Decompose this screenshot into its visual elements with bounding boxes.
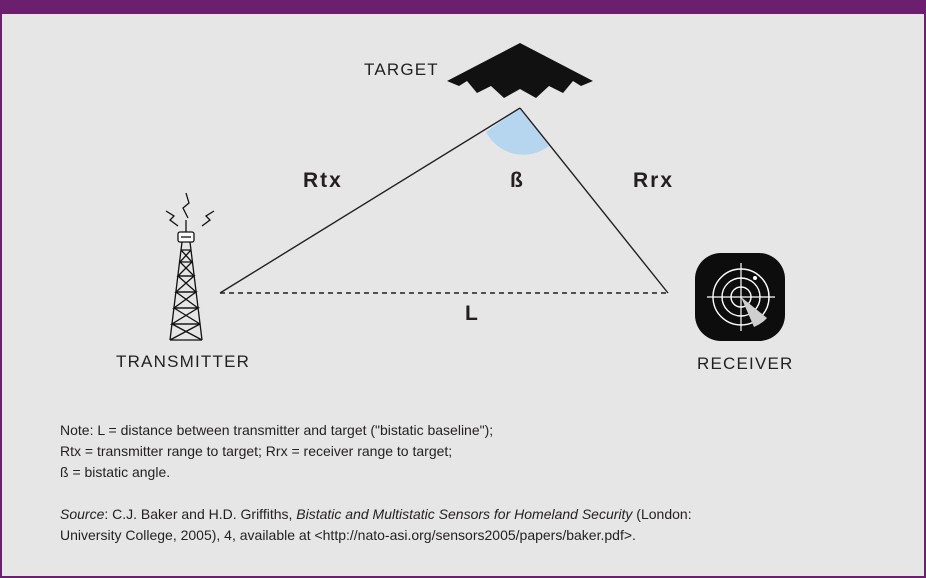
transmitter-label: TRANSMITTER — [116, 352, 251, 371]
rtx-line — [219, 107, 521, 294]
source-publisher: (London: — [632, 506, 692, 522]
figure-notes: Note: L = distance between transmitter a… — [60, 420, 880, 546]
source-citation: Source: C.J. Baker and H.D. Griffiths, B… — [60, 504, 880, 525]
target-label: TARGET — [364, 60, 439, 79]
radar-scope-icon — [695, 253, 785, 341]
rrx-line — [519, 107, 669, 294]
radio-tower-icon — [165, 192, 215, 341]
source-citation-continued: University College, 2005), 4, available … — [60, 527, 636, 543]
figure-title-bar — [0, 0, 926, 14]
rtx-label: Rtx — [303, 169, 343, 192]
note-line-3: ß = bistatic angle. — [60, 464, 171, 480]
bistatic-angle-wedge — [486, 108, 549, 155]
source-authors: : C.J. Baker and H.D. Griffiths, — [104, 506, 297, 522]
baseline-label: L — [465, 302, 480, 325]
receiver-label: RECEIVER — [697, 354, 794, 373]
stealth-aircraft-icon — [447, 43, 593, 98]
source-label: Source — [60, 506, 105, 522]
bistatic-angle-label: ß — [510, 169, 525, 192]
rrx-label: Rrx — [633, 169, 675, 192]
note-line-2: Rtx = transmitter range to target; Rrx =… — [60, 443, 453, 459]
source-title: Bistatic and Multistatic Sensors for Hom… — [296, 506, 633, 522]
note-line-1: Note: L = distance between transmitter a… — [60, 422, 494, 438]
